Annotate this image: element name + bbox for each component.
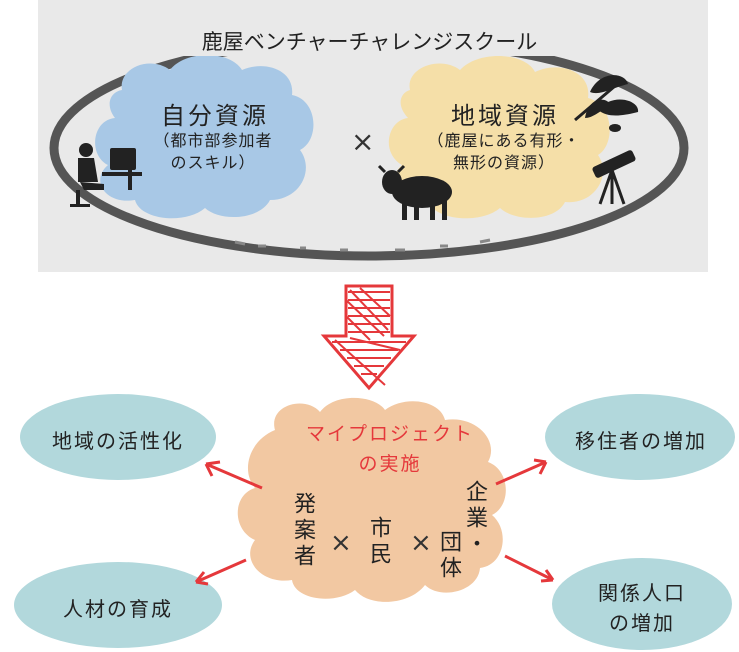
multiply-sign-2: ×: [410, 528, 432, 558]
arrow-to-bottom-right: [504, 554, 555, 583]
ring-marks: [234, 238, 491, 252]
outcome-arrows: [194, 458, 555, 586]
company-label: 企業・: [462, 480, 487, 558]
center-title-line1: マイプロジェクト: [305, 423, 474, 445]
multiply-sign-1: ×: [330, 528, 352, 558]
self-resource-desc-1: （都市部参加者: [153, 131, 273, 150]
down-arrow: [320, 284, 418, 391]
outcome-bubble-bottom-right: [552, 558, 732, 650]
proposer-label: 発案者: [290, 492, 315, 570]
outcome-migrant-increase: 移住者の増加: [575, 429, 707, 453]
bull-icon: [377, 164, 452, 220]
citizen-label: 市民: [366, 516, 391, 568]
title-background: [178, 22, 566, 56]
outcome-related-population: 関係人口 の増加: [552, 578, 732, 638]
outcome-regional-revitalization: 地域の活性化: [52, 429, 184, 453]
school-title: 鹿屋ベンチャーチャレンジスクール: [201, 30, 538, 54]
outcome-related-population-line1: 関係人口: [598, 581, 686, 605]
center-title-line2: の実施: [358, 453, 422, 475]
arrow-to-bottom-left: [194, 558, 247, 586]
self-resource-cloud: [95, 55, 314, 219]
self-resource-desc-2: のスキル）: [170, 153, 256, 172]
local-resource-title: 地域資源: [451, 102, 559, 130]
local-resource-cloud: [388, 55, 610, 219]
outcome-related-population-line2: の増加: [609, 611, 675, 635]
center-title: マイプロジェクト の実施: [272, 419, 508, 479]
self-resource-title: 自分資源: [161, 102, 269, 130]
center-project-cloud: [237, 397, 506, 602]
outcome-bubble-top-left: [20, 394, 216, 480]
arrow-to-top-left: [204, 460, 263, 490]
group-label: 団体: [436, 530, 461, 582]
arrow-to-top-right: [495, 458, 548, 486]
local-resource-desc-2: 無形の資源）: [452, 153, 555, 172]
local-resource-desc-1: （鹿屋にある有形・: [427, 131, 581, 150]
outcome-bubble-bottom-left: [14, 562, 222, 648]
outcome-talent-development: 人材の育成: [63, 597, 173, 621]
telescope-icon: [592, 150, 636, 205]
person-at-computer-icon: [70, 143, 142, 207]
outcome-bubble-top-right: [545, 394, 735, 480]
multiply-sign: ×: [351, 125, 375, 158]
leaf-branch-icon: [574, 75, 639, 132]
